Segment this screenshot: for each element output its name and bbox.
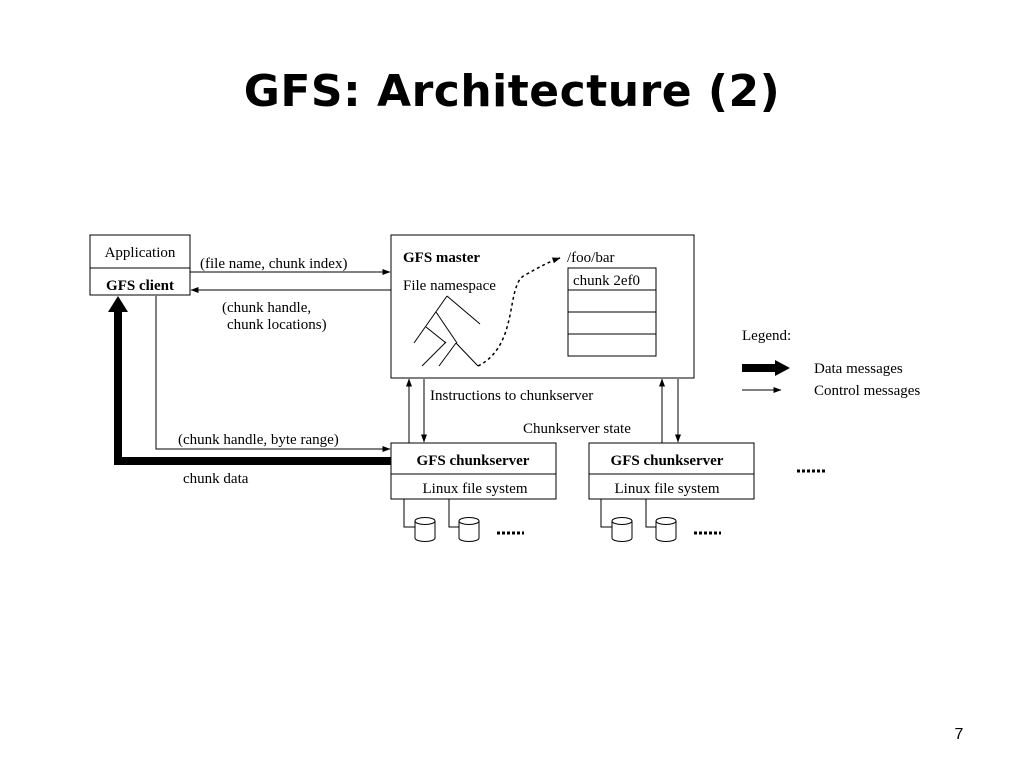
gfs-client-label: GFS client bbox=[106, 278, 174, 294]
disk-icon bbox=[458, 517, 480, 542]
chunkserver-2-disks bbox=[600, 499, 721, 542]
instructions-label: Instructions to chunkserver bbox=[430, 388, 593, 404]
state-label: Chunkserver state bbox=[523, 421, 631, 437]
chunkserver-2-fs: Linux file system bbox=[615, 481, 720, 497]
chunkserver-1-title: GFS chunkserver bbox=[417, 453, 530, 469]
master-box: GFS master File namespace /foo/bar chunk… bbox=[390, 234, 695, 379]
master-title: GFS master bbox=[403, 250, 480, 266]
legend: Legend: Data messages Control messages bbox=[742, 328, 920, 399]
chunkserver-2-title: GFS chunkserver bbox=[611, 453, 724, 469]
chunkserver-1-fs: Linux file system bbox=[423, 481, 528, 497]
chunk-table: chunk 2ef0 bbox=[567, 267, 657, 357]
chunk-data-arrow bbox=[108, 296, 391, 465]
legend-control-label: Control messages bbox=[814, 383, 920, 399]
slide-title: GFS: Architecture (2) bbox=[243, 66, 781, 117]
client-box: Application GFS client bbox=[89, 234, 191, 296]
chunk-entry-label: chunk 2ef0 bbox=[573, 273, 640, 289]
request-label: (file name, chunk index) bbox=[200, 256, 347, 272]
disk-icon bbox=[414, 517, 436, 542]
file-namespace-label: File namespace bbox=[403, 278, 496, 294]
read-request-label: (chunk handle, byte range) bbox=[178, 432, 339, 448]
reply-label-line2: chunk locations) bbox=[227, 317, 327, 333]
disk-icon bbox=[611, 517, 633, 542]
reply-label-line1: (chunk handle, bbox=[222, 300, 311, 316]
chunkserver-1: GFS chunkserver Linux file system bbox=[390, 442, 557, 500]
chunkserver-2: GFS chunkserver Linux file system bbox=[588, 442, 755, 500]
application-label: Application bbox=[105, 245, 176, 261]
page-number: 7 bbox=[954, 726, 964, 743]
legend-title: Legend: bbox=[742, 328, 791, 344]
legend-data-label: Data messages bbox=[814, 361, 903, 377]
disk-icon bbox=[655, 517, 677, 542]
chunk-data-label: chunk data bbox=[183, 471, 249, 487]
namespace-tree bbox=[413, 295, 481, 367]
path-label: /foo/bar bbox=[567, 250, 614, 266]
lookup-curve bbox=[477, 257, 561, 367]
chunkserver-1-disks bbox=[403, 499, 524, 542]
read-request-arrow bbox=[155, 296, 391, 452]
